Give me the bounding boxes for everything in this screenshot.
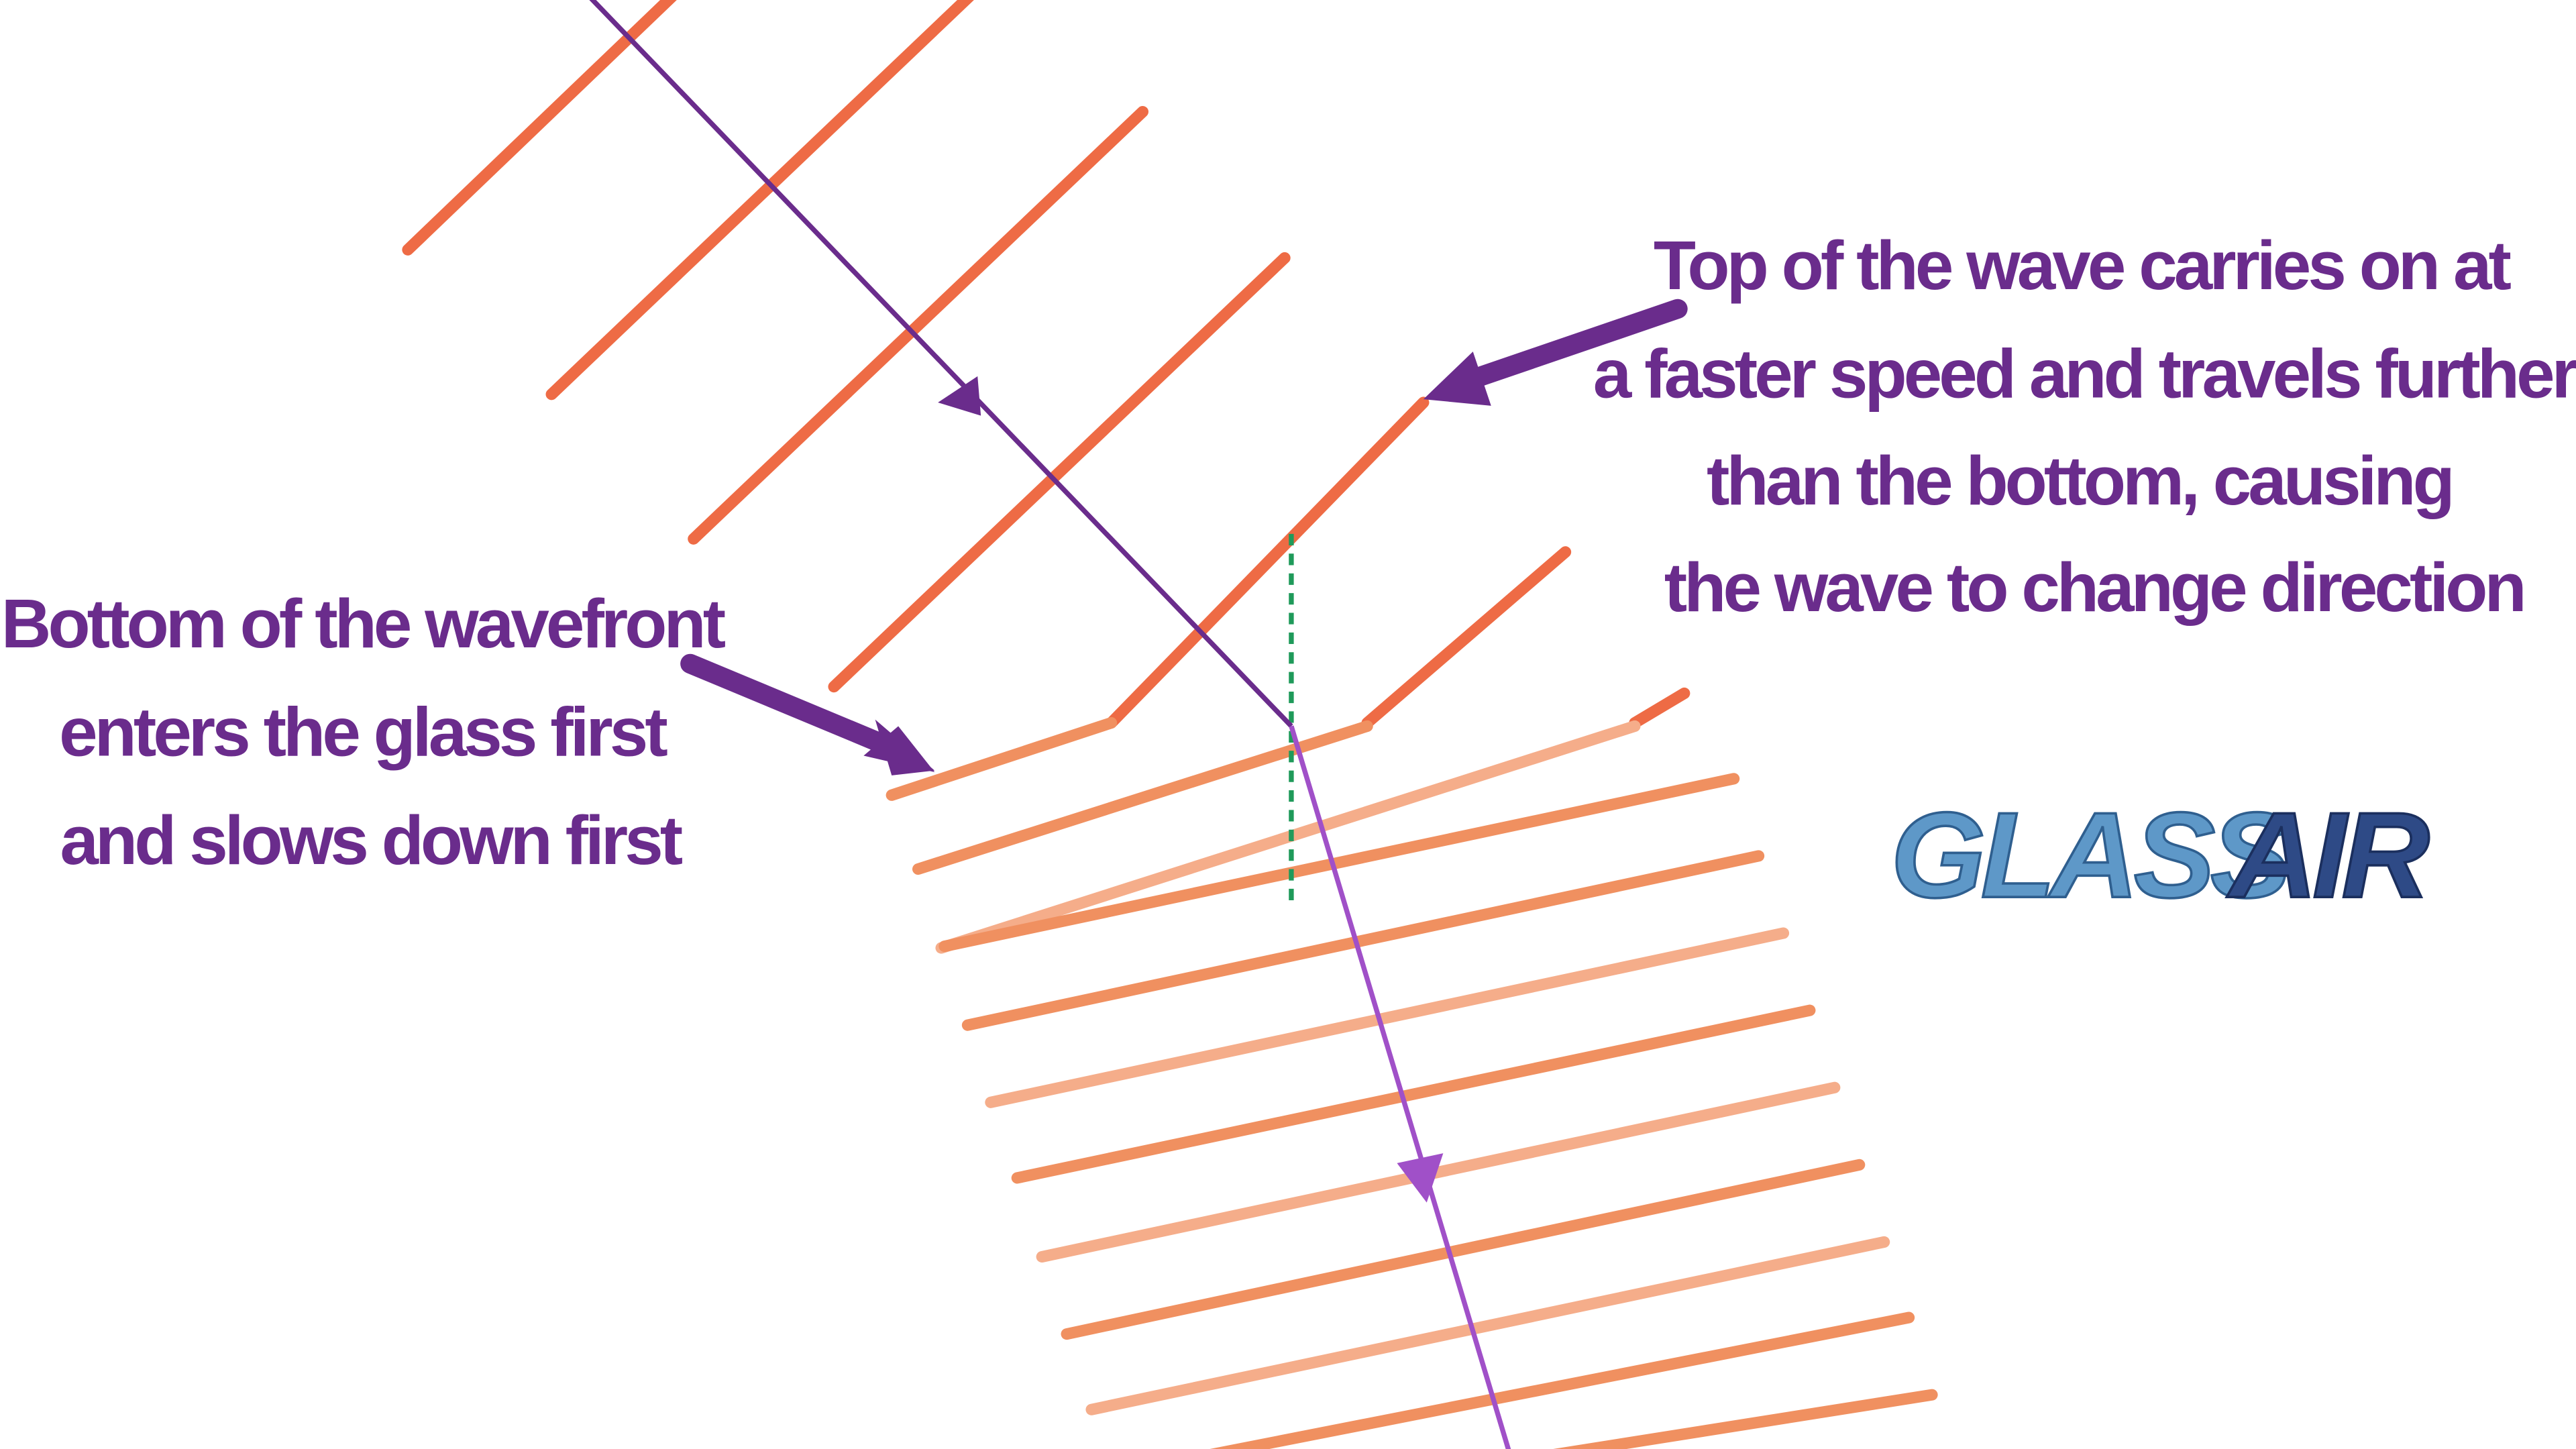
bent-wavefronts [885,396,1690,954]
bent-wavefront-3-air [1629,687,1690,729]
air-wavefront-1 [402,0,677,256]
bent-wavefront-3-glass [935,720,1641,954]
bottom-annotation-line-3: and slows down first [60,802,682,879]
air-wavefront-2 [545,0,974,400]
top-annotation-line-1: Top of the wave carries on at [1654,227,2512,304]
air-label: AIR [2226,788,2429,923]
glass-label: GLASS [1890,788,2291,923]
bent-wavefront-1 [1106,396,1430,729]
bottom-pointer-arrow-icon [680,653,935,775]
top-annotation-line-4: the wave to change direction [1664,549,2524,626]
glass-wavefront-8 [1210,1311,1915,1449]
glass-wavefront-2 [961,850,1765,1031]
incident-arrowhead-icon [938,376,981,416]
bottom-annotation-line-1: Bottom of the wavefront [1,585,726,662]
refracted-arrowhead-icon [1397,1153,1444,1203]
bent-wavefront-2-air [1361,546,1572,729]
bottom-annotation-line-2: enters the glass first [59,694,667,771]
air-wavefronts [402,0,1291,693]
glass-wavefront-3 [985,927,1790,1108]
glass-wavefront-4 [1011,1004,1816,1184]
refracted-ray [1289,725,1511,1449]
top-annotation-line-2: a faster speed and travels further [1593,335,2576,413]
top-annotation-line-3: than the bottom, causing [1707,442,2452,519]
air-wavefront-3 [688,105,1148,545]
glass-wavefront-5 [1036,1081,1841,1263]
glass-wavefronts [938,773,1938,1449]
glass-wavefront-6 [1061,1159,1866,1340]
top-pointer-arrow-icon [1423,299,1688,406]
air-wavefront-4 [828,252,1291,693]
incident-ray [589,0,1293,728]
bent-wavefront-2-glass [912,720,1373,875]
glass-wavefront-1 [938,773,1740,953]
glass-wavefront-7 [1085,1236,1890,1415]
bent-wavefront-1-glass [885,716,1118,801]
bottom-annotation: Bottom of the wavefront enters the glass… [1,585,739,879]
glass-wavefront-9 [1553,1389,1938,1449]
top-annotation: Top of the wave carries on at a faster s… [1593,227,2576,626]
